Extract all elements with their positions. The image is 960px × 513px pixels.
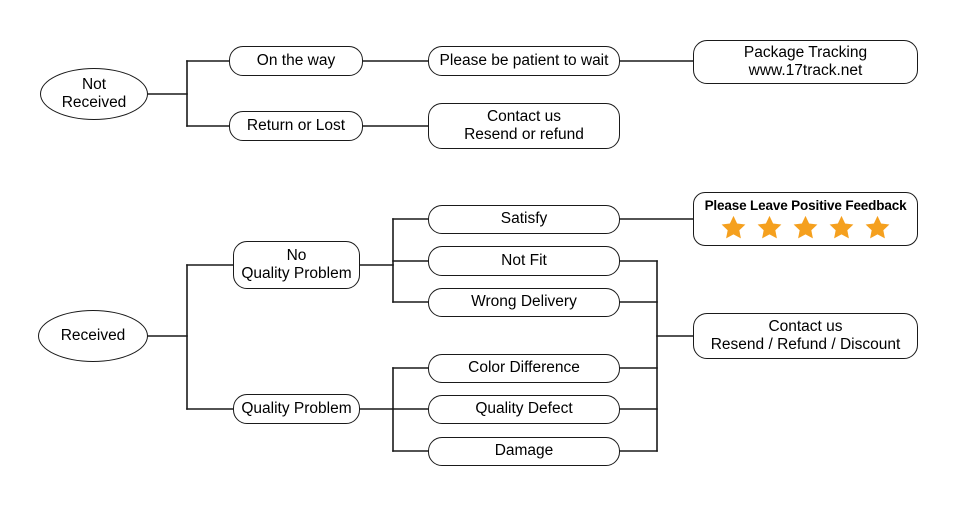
node-color-difference-label: Color Difference	[468, 359, 580, 377]
node-wrong-delivery-label: Wrong Delivery	[471, 293, 577, 311]
node-return-or-lost-label: Return or Lost	[246, 116, 346, 134]
node-no-quality-problem-line2: Quality Problem	[241, 265, 352, 282]
node-quality-problem[interactable]: Quality Problem	[233, 394, 360, 424]
node-not-received-line2: Received	[61, 94, 127, 111]
node-contact-resend-refund-line1: Contact us	[486, 107, 562, 125]
node-not-received-line1: Not	[81, 75, 107, 93]
node-not-fit[interactable]: Not Fit	[428, 246, 620, 276]
node-positive-feedback[interactable]: Please Leave Positive Feedback	[693, 192, 918, 246]
node-contact-resend-refund-line2: Resend or refund	[464, 126, 584, 143]
star-icon	[757, 216, 782, 239]
node-contact-resend-refund-discount-line2: Resend / Refund / Discount	[710, 336, 901, 353]
node-not-received[interactable]: Not Received	[40, 68, 148, 120]
star-rating[interactable]	[719, 214, 892, 242]
node-no-quality-problem-line1: No	[286, 246, 307, 264]
node-quality-defect-label: Quality Defect	[475, 400, 573, 418]
star-icon	[793, 216, 818, 239]
node-contact-resend-refund[interactable]: Contact us Resend or refund	[428, 103, 620, 149]
node-package-tracking-line1: Package Tracking	[743, 43, 868, 61]
node-please-be-patient-label: Please be patient to wait	[439, 51, 609, 69]
node-on-the-way-label: On the way	[256, 51, 336, 69]
star-icon	[829, 216, 854, 239]
node-not-fit-label: Not Fit	[501, 251, 547, 269]
node-damage[interactable]: Damage	[428, 437, 620, 466]
node-quality-defect[interactable]: Quality Defect	[428, 395, 620, 424]
node-contact-resend-refund-discount[interactable]: Contact us Resend / Refund / Discount	[693, 313, 918, 359]
node-package-tracking-url: www.17track.net	[748, 62, 863, 79]
node-received-label: Received	[60, 326, 126, 344]
node-wrong-delivery[interactable]: Wrong Delivery	[428, 288, 620, 317]
node-received[interactable]: Received	[38, 310, 148, 362]
node-satisfy-label: Satisfy	[500, 210, 548, 228]
node-damage-label: Damage	[494, 442, 554, 460]
feedback-title: Please Leave Positive Feedback	[704, 197, 907, 213]
node-please-be-patient[interactable]: Please be patient to wait	[428, 46, 620, 76]
node-on-the-way[interactable]: On the way	[229, 46, 363, 76]
star-icon	[865, 216, 890, 239]
node-no-quality-problem[interactable]: No Quality Problem	[233, 241, 360, 289]
node-package-tracking[interactable]: Package Tracking www.17track.net	[693, 40, 918, 84]
node-color-difference[interactable]: Color Difference	[428, 354, 620, 383]
node-quality-problem-label: Quality Problem	[241, 399, 352, 417]
node-contact-resend-refund-discount-line1: Contact us	[768, 317, 843, 335]
star-icon	[721, 216, 746, 239]
node-satisfy[interactable]: Satisfy	[428, 205, 620, 234]
node-return-or-lost[interactable]: Return or Lost	[229, 111, 363, 141]
